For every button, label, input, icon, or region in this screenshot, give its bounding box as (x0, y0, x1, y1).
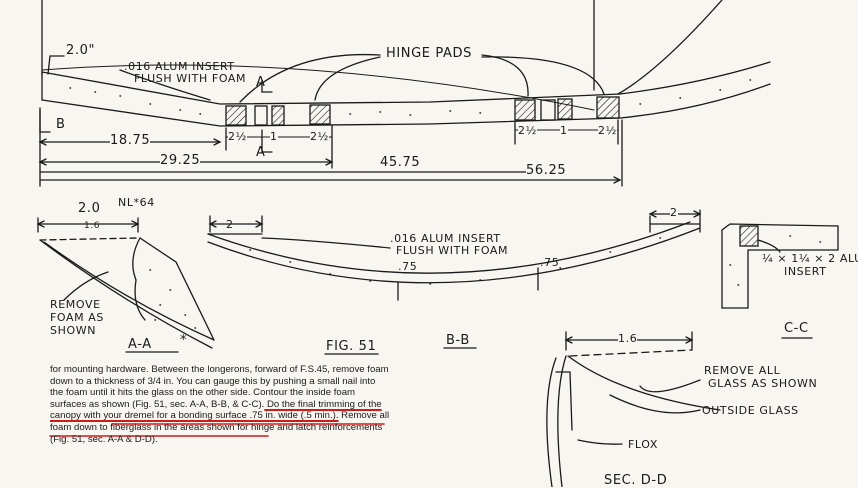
dim-56-25: 56.25 (526, 163, 567, 178)
aa-note: NL*64 (118, 196, 155, 209)
section-cc-drawing (721, 223, 839, 339)
section-a-marker-top: A (256, 75, 266, 90)
bb-insert-1: .016 ALUM INSERT (390, 232, 501, 245)
aa-asterisk: * (180, 333, 188, 348)
dd-dim: 1.6 (618, 332, 638, 345)
dd-outside-glass: OUTSIDE GLASS (702, 404, 799, 417)
bb-dim-right: 2 (670, 206, 678, 219)
dim-29-25: 29.25 (160, 153, 201, 168)
dd-flox: FLOX (628, 438, 658, 451)
paragraph-part-2: Remove all foam down to fiberglass in th… (50, 410, 390, 445)
pad-gap-right: 1 (560, 124, 568, 137)
aa-remove-2: FOAM AS (50, 311, 105, 324)
alum-insert-label-2: FLUSH WITH FOAM (134, 72, 247, 85)
cc-insert-2: INSERT (784, 265, 827, 278)
dim-45-75: 45.75 (380, 155, 421, 170)
instruction-paragraph: for mounting hardware. Between the longe… (50, 364, 390, 445)
bb-insert-2: FLUSH WITH FOAM (396, 244, 509, 257)
section-a-marker-bottom: A (256, 145, 266, 160)
fig-label: FIG. 51 (326, 339, 377, 354)
dd-section-label: SEC. D-D (604, 473, 668, 488)
dim-2-0-label: 2.0" (66, 43, 96, 58)
cc-insert-1: ¼ × 1¼ × 2 ALUM. (762, 252, 858, 265)
bb-dim-left: 2 (226, 218, 234, 231)
pad-gap-left: 1 (270, 130, 278, 143)
pad-width-left-b: 2½ (310, 130, 329, 143)
aa-remove-3: SHOWN (50, 324, 97, 337)
hinge-pads-label: HINGE PADS (386, 46, 472, 61)
aa-remove-1: REMOVE (50, 298, 101, 311)
section-bb-drawing (207, 209, 702, 349)
paragraph-part-1: for mounting hardware. Between the longe… (50, 364, 389, 410)
paragraph-underlined: Do the final trimming of the canopy with… (50, 398, 382, 422)
bb-section-label: B-B (446, 333, 470, 348)
pad-width-right-b: 2½ (598, 124, 617, 137)
section-b-marker: B (56, 117, 66, 132)
bb-thick-right: .75 (540, 256, 560, 269)
section-dd-drawing (546, 331, 721, 487)
cc-section-label: C-C (784, 321, 809, 336)
section-aa-drawing (36, 217, 215, 353)
aa-dim-top: 2.0 (78, 201, 101, 216)
pad-width-right-a: 2½ (518, 124, 537, 137)
aa-dim-sub: 1.6 (84, 221, 101, 231)
bb-thick-left: .75 (398, 260, 418, 273)
top-view-drawing (38, 0, 771, 187)
pad-width-left-a: 2½ (228, 130, 247, 143)
dd-remove-1: REMOVE ALL (704, 364, 781, 377)
aa-section-label: A-A (128, 337, 152, 352)
alum-insert-label-1: .016 ALUM INSERT (124, 60, 235, 73)
dim-18-75: 18.75 (110, 133, 151, 148)
dd-remove-2: GLASS AS SHOWN (708, 377, 818, 390)
